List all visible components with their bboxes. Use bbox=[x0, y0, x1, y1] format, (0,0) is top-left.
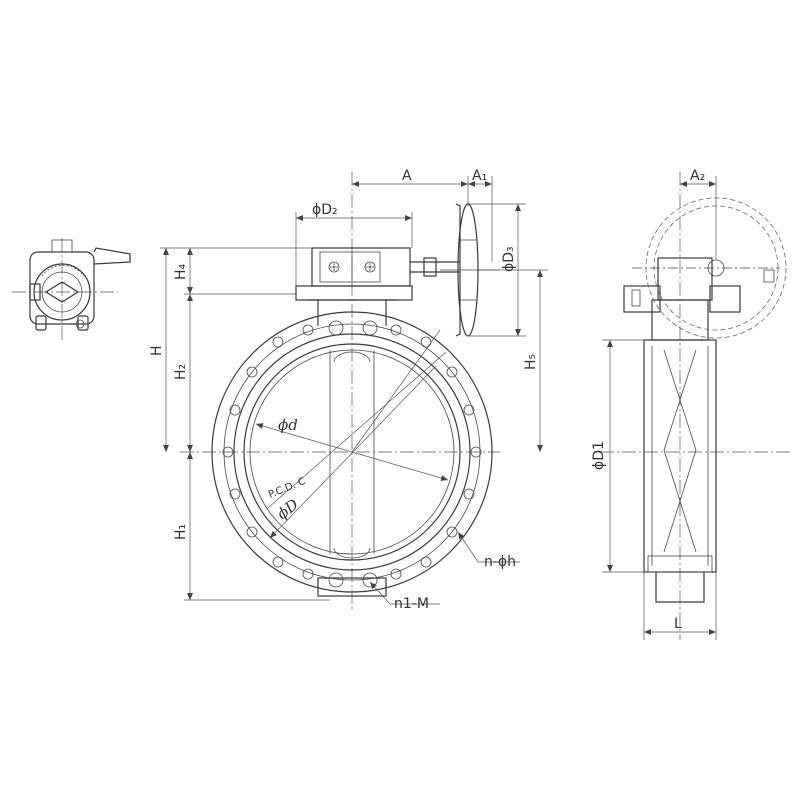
labels: A A₁ A₂ ϕD₂ ϕD₃ H₅ H H₄ H₂ H₁ ϕd P.C.D. … bbox=[149, 168, 705, 632]
label-H: H bbox=[149, 345, 165, 356]
label-A: A bbox=[402, 168, 412, 184]
bolt-holes bbox=[222, 324, 482, 580]
label-phiD2: ϕD₂ bbox=[312, 202, 338, 218]
label-phiD1: ϕD1 bbox=[591, 441, 607, 470]
label-L: L bbox=[674, 616, 682, 632]
label-H1: H₁ bbox=[173, 524, 189, 540]
label-nphih: n-ϕh bbox=[484, 554, 516, 570]
front-dimensions bbox=[160, 176, 548, 601]
label-A2: A₂ bbox=[690, 168, 705, 184]
label-H5: H₅ bbox=[523, 354, 539, 370]
label-H2: H₂ bbox=[173, 364, 189, 380]
label-A1: A₁ bbox=[472, 168, 487, 184]
label-n1M: n1-M bbox=[394, 596, 429, 612]
label-phid: ϕd bbox=[278, 416, 298, 434]
label-H4: H₄ bbox=[173, 263, 189, 280]
top-view bbox=[12, 238, 131, 340]
front-view bbox=[180, 172, 520, 612]
label-phiD3: ϕD₃ bbox=[501, 246, 517, 272]
side-view bbox=[600, 172, 790, 640]
